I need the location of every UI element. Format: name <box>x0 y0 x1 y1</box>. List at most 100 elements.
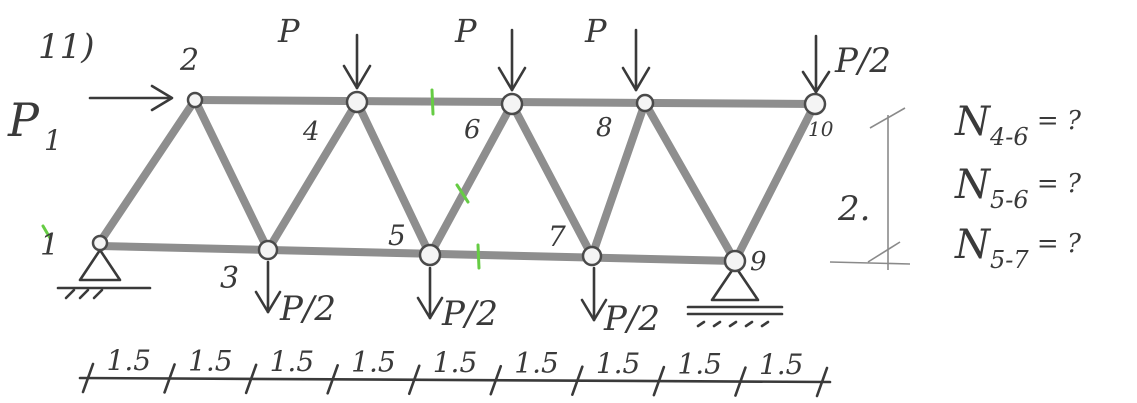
span-label: 1.5 <box>351 346 396 379</box>
span-tick <box>489 364 503 396</box>
member-5-6 <box>426 100 516 259</box>
question-subscript: 5-7 <box>990 246 1029 274</box>
span-label: 1.5 <box>677 347 722 380</box>
node-label-5: 5 <box>388 219 406 252</box>
node-label-4: 4 <box>302 117 320 147</box>
question-tail: = ? <box>1029 229 1082 259</box>
member-1-2 <box>96 96 199 246</box>
arrow-down-icon <box>497 28 527 92</box>
questions: N4-6 = ? N5-6 = ? N5-7 = ? <box>954 99 1082 274</box>
node-9 <box>723 249 747 273</box>
span-tick <box>326 364 339 395</box>
member-3-4 <box>264 98 361 254</box>
question-tail: = ? <box>1029 106 1082 136</box>
node-8 <box>635 93 655 113</box>
question-n-symbol: N <box>954 162 992 208</box>
node-label-8: 8 <box>596 113 613 143</box>
load-p-half-node-7: P/2 <box>580 266 660 339</box>
problem-number: 11) <box>38 27 95 67</box>
node-3 <box>257 239 279 261</box>
load-label-p-half-5: P/2 <box>441 294 498 334</box>
load-label-p-half-10: P/2 <box>834 41 891 81</box>
load-p1: P 1 <box>7 84 174 157</box>
node-label-3: 3 <box>220 261 239 296</box>
arrow-right-icon <box>88 84 174 112</box>
span-tick <box>244 363 258 395</box>
node-6 <box>500 92 524 116</box>
arrow-down-icon <box>342 33 372 90</box>
load-p-half-node-5: P/2 <box>416 266 498 334</box>
question-n-symbol: N <box>954 222 992 268</box>
node-4 <box>345 90 369 114</box>
node-2 <box>186 91 204 109</box>
span-tick <box>652 365 666 397</box>
arrow-down-icon <box>621 28 651 92</box>
node-7 <box>581 245 603 267</box>
node-label-6: 6 <box>464 115 481 145</box>
section-cut-marks <box>41 88 481 270</box>
arrow-down-icon <box>580 266 608 322</box>
span-label: 1.5 <box>270 345 315 378</box>
truss-members <box>96 96 819 265</box>
node-5 <box>418 243 442 267</box>
question-n-4-6: N4-6 = ? <box>954 99 1082 151</box>
load-label-p-half-3: P/2 <box>279 289 336 329</box>
span-ticks <box>81 362 829 398</box>
load-label-p-8: P <box>584 12 607 50</box>
question-tail: = ? <box>1029 169 1082 199</box>
load-label-p1: P <box>7 93 40 147</box>
height-dimension: 2. <box>829 107 911 270</box>
span-tick <box>571 365 584 396</box>
span-label: 1.5 <box>188 345 233 378</box>
span-label: 1.5 <box>596 347 641 380</box>
span-tick <box>163 363 176 394</box>
span-tick <box>734 366 747 397</box>
load-label-p-half-7: P/2 <box>603 299 660 339</box>
span-label: 1.5 <box>759 348 804 381</box>
member-8-9 <box>641 99 739 265</box>
member-6-7 <box>508 100 596 260</box>
member-7-8 <box>588 99 649 260</box>
load-p-node-4: P <box>277 12 372 90</box>
member-4-5 <box>353 98 434 259</box>
height-label: 2. <box>837 189 870 229</box>
node-label-10: 10 <box>808 117 834 141</box>
question-subscript: 4-6 <box>989 123 1029 151</box>
node-1 <box>91 234 109 252</box>
member-2-3 <box>191 96 272 254</box>
node-label-7: 7 <box>548 220 566 253</box>
arrow-down-icon <box>254 260 282 314</box>
member-1-9 <box>96 242 739 265</box>
load-label-p-6: P <box>454 12 477 50</box>
node-label-9: 9 <box>750 247 767 277</box>
span-tick <box>81 362 95 394</box>
load-label-p1-sub: 1 <box>44 124 62 157</box>
load-p-node-6: P <box>454 12 527 92</box>
span-tick <box>407 364 421 396</box>
question-subscript: 5-6 <box>990 186 1029 214</box>
node-labels: 1 2 3 4 5 6 7 8 9 10 <box>40 43 834 296</box>
span-label: 1.5 <box>107 344 152 377</box>
node-label-1: 1 <box>40 228 59 263</box>
span-tick <box>815 366 829 398</box>
question-n-5-6: N5-6 = ? <box>954 162 1082 214</box>
arrow-down-icon <box>801 34 831 94</box>
load-p-half-node-3: P/2 <box>254 260 336 329</box>
span-label: 1.5 <box>514 346 559 379</box>
load-p-node-8: P <box>584 12 651 92</box>
pin-support-node-1 <box>56 248 152 300</box>
truss-nodes <box>91 90 827 273</box>
span-label: 1.5 <box>433 346 478 379</box>
load-label-p-4: P <box>277 12 300 50</box>
node-label-2: 2 <box>179 43 199 78</box>
roller-dots <box>696 320 770 328</box>
question-n-5-7: N5-7 = ? <box>954 222 1082 274</box>
node-10 <box>803 92 827 116</box>
load-p-half-node-10: P/2 <box>801 34 891 94</box>
span-dimension: 1.5 1.5 1.5 1.5 1.5 1.5 1.5 1.5 1.5 <box>78 344 832 398</box>
member-9-10 <box>731 100 819 265</box>
roller-support-node-9 <box>686 264 784 328</box>
arrow-down-icon <box>416 266 444 320</box>
question-n-symbol: N <box>954 99 992 145</box>
